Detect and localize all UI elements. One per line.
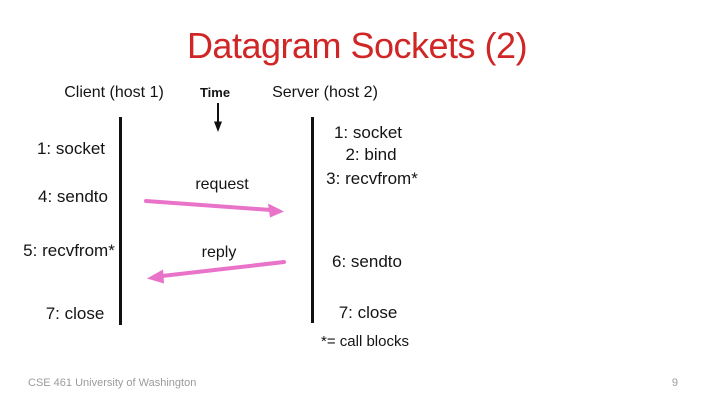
time-label: Time bbox=[199, 85, 231, 100]
server-step-sendto: 6: sendto bbox=[332, 252, 402, 271]
slide-title: Datagram Sockets (2) bbox=[186, 25, 528, 66]
client-step-recvfrom: 5: recvfrom* bbox=[23, 241, 115, 260]
request-arrow-shaft bbox=[144, 199, 273, 212]
client-step-socket: 1: socket bbox=[36, 139, 106, 158]
client-step-close: 7: close bbox=[45, 304, 105, 323]
time-arrow-head bbox=[214, 121, 222, 132]
reply-message-label: reply bbox=[201, 244, 237, 261]
server-column-header: Server (host 2) bbox=[272, 84, 378, 101]
reply-arrow-shaft bbox=[160, 260, 286, 278]
server-step-bind: 2: bind bbox=[345, 145, 397, 164]
request-message-label: request bbox=[195, 176, 249, 193]
server-step-socket: 1: socket bbox=[333, 123, 403, 142]
footer-course-label: CSE 461 University of Washington bbox=[28, 377, 197, 389]
server-step-close: 7: close bbox=[338, 303, 398, 322]
reply-arrow-head bbox=[147, 269, 164, 284]
slide-page-number: 9 bbox=[671, 377, 678, 389]
call-blocks-footnote: *= call blocks bbox=[321, 333, 409, 350]
client-column-header: Client (host 1) bbox=[64, 84, 164, 101]
client-step-sendto: 4: sendto bbox=[38, 187, 108, 206]
request-arrow-head bbox=[268, 203, 284, 218]
server-step-recvfrom: 3: recvfrom* bbox=[326, 169, 418, 188]
